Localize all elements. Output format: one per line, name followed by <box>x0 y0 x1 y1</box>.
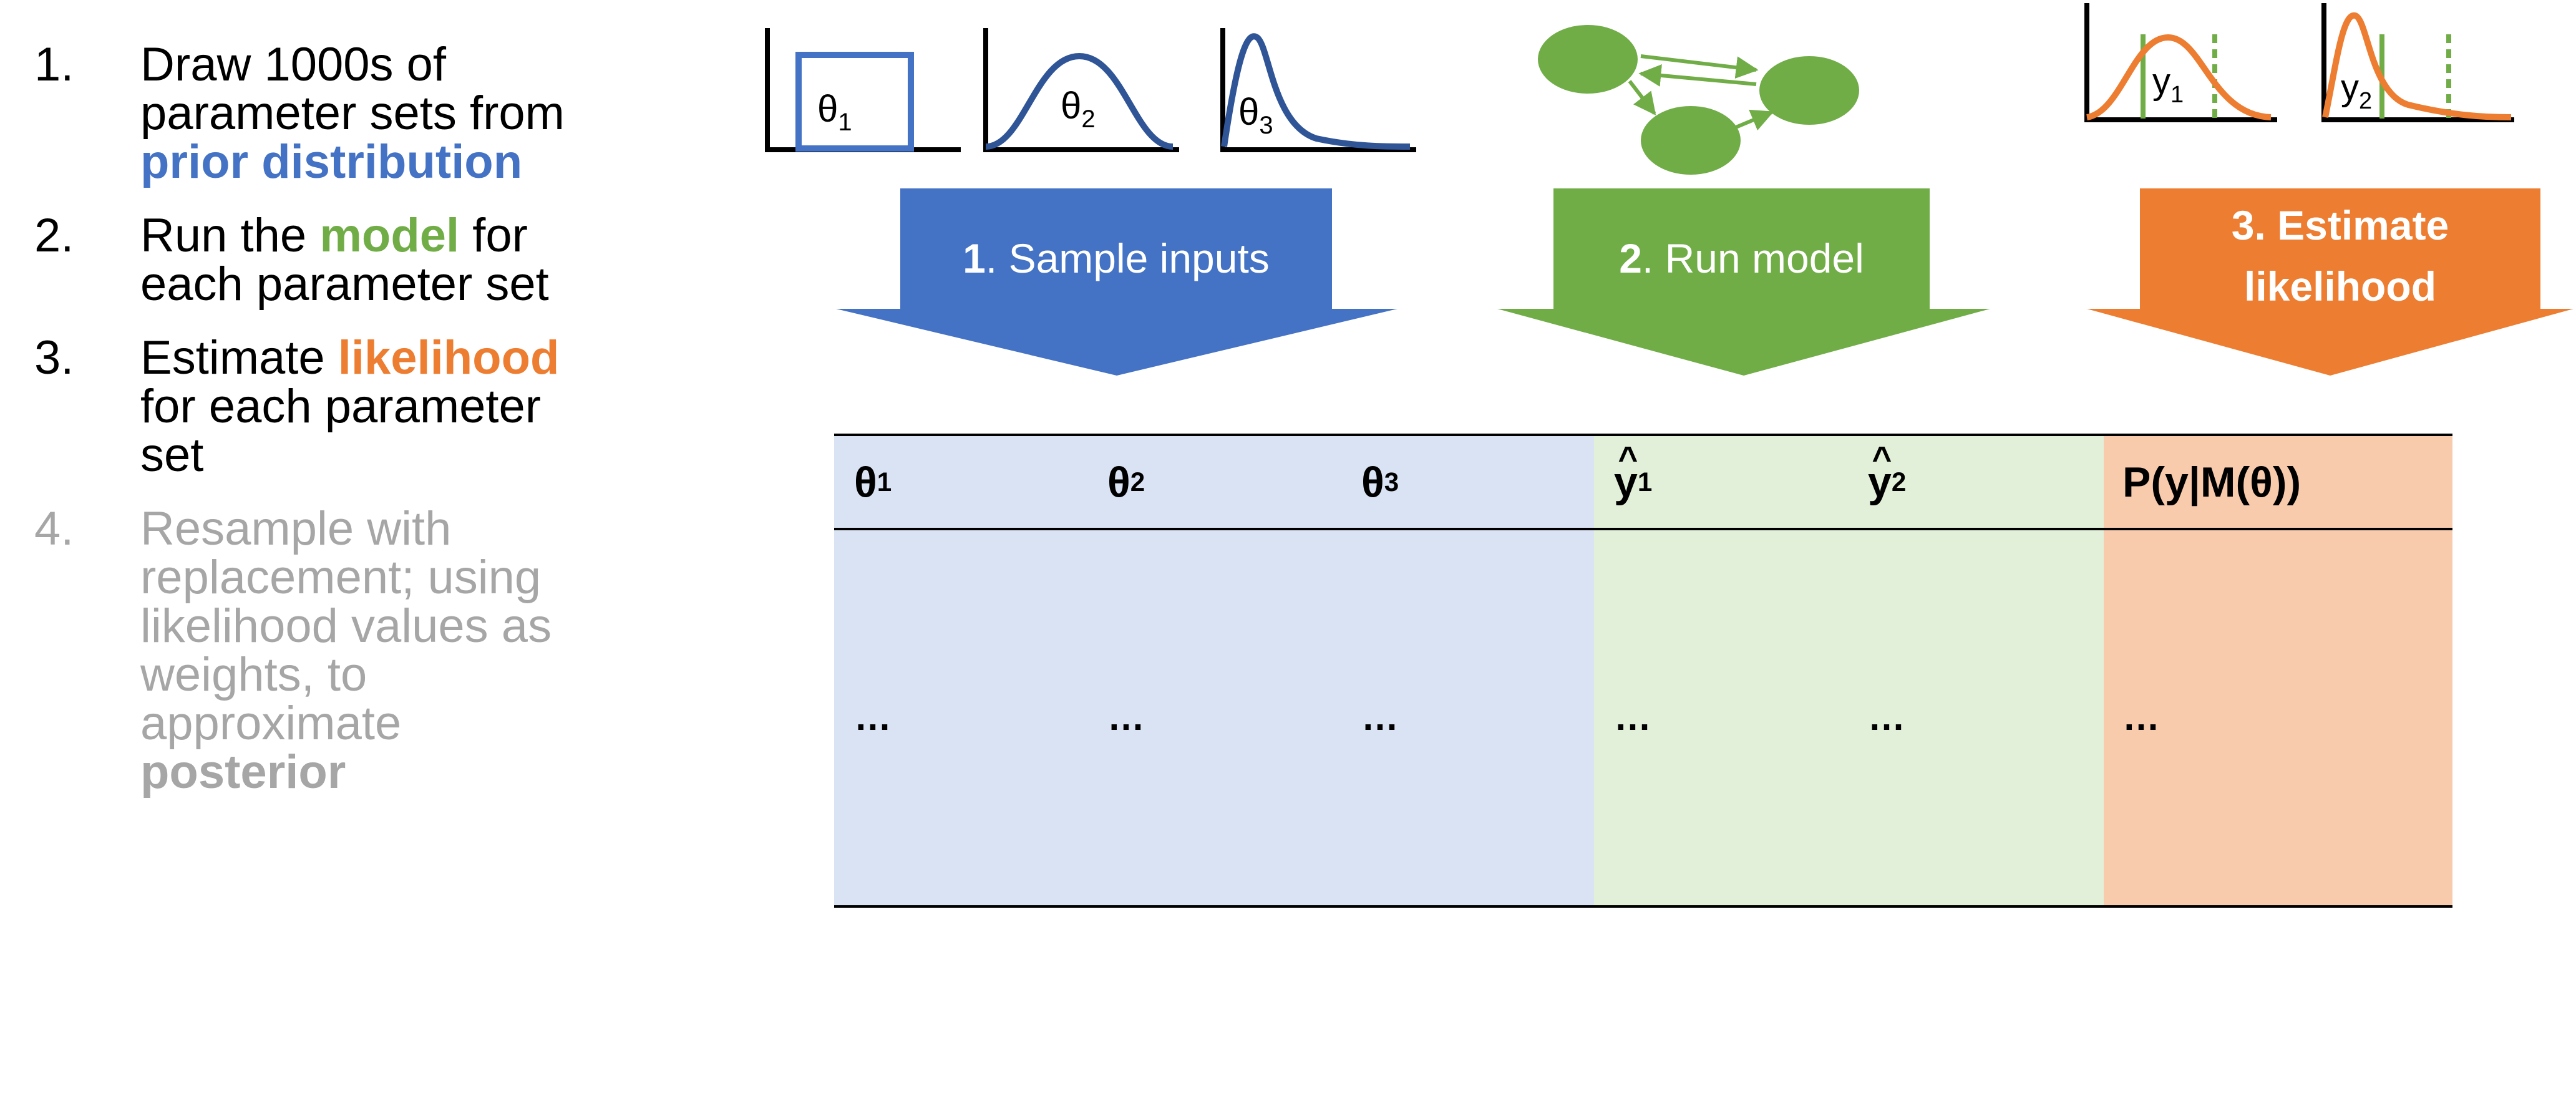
table-cell: … <box>1614 696 1651 738</box>
step-number: 3. <box>34 331 74 384</box>
step-number: 2. <box>34 209 74 262</box>
step-text: Estimate likelihood for each parameter s… <box>140 334 577 480</box>
table-top-rule <box>834 434 2452 436</box>
table-cell: … <box>1107 696 1145 738</box>
prior-skewed-icon: θ3 <box>1220 28 1416 152</box>
arrow-text: . Sample inputs <box>985 235 1270 281</box>
arrow-text: . Run model <box>1641 235 1864 281</box>
sample-inputs-label: 1. Sample inputs <box>900 228 1332 289</box>
column-header: y2 <box>1868 434 1906 530</box>
arrow-number: 2 <box>1619 235 1642 281</box>
step-list: 1. Draw 1000s of parameter sets from pri… <box>34 41 583 822</box>
likelihood-symbol: y <box>2341 67 2359 108</box>
run-model-label: 2. Run model <box>1553 228 1930 289</box>
table-cell: … <box>2122 696 2160 738</box>
run-model-arrow <box>1497 188 1990 376</box>
step-text: Resample with replacement; using likelih… <box>140 505 577 797</box>
inputs-band <box>834 434 1594 908</box>
step-text-part: for each parameter set <box>140 380 542 482</box>
column-header: y1 <box>1614 434 1652 530</box>
model-highlight: model <box>319 209 460 262</box>
step-1: 1. Draw 1000s of parameter sets from pri… <box>34 41 583 187</box>
step-text-part: Estimate <box>140 331 338 384</box>
results-table: θ1 θ2 θ3 y1 y2 P(y|M(θ)) … … … … … … <box>834 434 2452 908</box>
table-bottom-rule <box>834 905 2452 908</box>
likelihood-plot-icon: y2 <box>2321 3 2514 122</box>
likelihood-subscript: 1 <box>2170 82 2184 108</box>
svg-text:θ1: θ1 <box>817 88 852 136</box>
prior-subscript: 1 <box>838 109 852 136</box>
step-number: 4. <box>34 502 74 555</box>
table-cell: … <box>854 696 892 738</box>
prior-uniform-icon: θ1 <box>765 28 961 152</box>
prior-bell-icon: θ2 <box>983 28 1179 152</box>
prior-symbol: θ <box>817 88 838 130</box>
likelihood-symbol: y <box>2152 61 2170 102</box>
likelihood-band <box>2104 434 2452 908</box>
outputs-band <box>1594 434 2104 908</box>
step-3: 3. Estimate likelihood for each paramete… <box>34 334 583 480</box>
svg-text:θ2: θ2 <box>1061 85 1096 133</box>
step-text-part: Draw 1000s of parameter sets from <box>140 38 565 140</box>
table-cell: … <box>1868 696 1905 738</box>
svg-text:θ3: θ3 <box>1238 91 1273 139</box>
step-text: Run the model for each parameter set <box>140 211 577 309</box>
step-4: 4. Resample with replacement; using like… <box>34 505 583 797</box>
prior-symbol: θ <box>1061 85 1081 127</box>
step-text-part: Resample with replacement; using likelih… <box>140 502 552 750</box>
posterior-highlight: posterior <box>140 746 346 799</box>
step-text: Draw 1000s of parameter sets from prior … <box>140 41 577 187</box>
table-cell: … <box>1361 696 1399 738</box>
likelihood-plot-icon: y1 <box>2084 3 2277 122</box>
estimate-likelihood-label: 3. Estimate likelihood <box>2140 195 2540 317</box>
sample-inputs-arrow <box>836 188 1397 376</box>
prior-subscript: 2 <box>1081 105 1095 133</box>
column-header: P(y|M(θ)) <box>2122 458 2301 506</box>
step-text-part: for each parameter set <box>140 209 549 311</box>
model-network-icon <box>1538 25 1859 175</box>
likelihood-highlight: likelihood <box>338 331 560 384</box>
prior-symbol: θ <box>1238 91 1259 133</box>
step-text-part: Run the <box>140 209 320 262</box>
likelihood-subscript: 2 <box>2359 88 2372 114</box>
estimate-likelihood-arrow <box>2087 188 2574 376</box>
prior-distribution-highlight: prior distribution <box>140 135 523 188</box>
arrow-text: 3. Estimate likelihood <box>2231 202 2449 309</box>
table-header-rule <box>834 528 2452 530</box>
prior-subscript: 3 <box>1259 112 1273 139</box>
arrow-number: 1 <box>963 235 986 281</box>
svg-text:y1: y1 <box>2152 61 2184 108</box>
step-number: 1. <box>34 38 74 91</box>
svg-text:y2: y2 <box>2341 67 2372 114</box>
step-2: 2. Run the model for each parameter set <box>34 211 583 309</box>
